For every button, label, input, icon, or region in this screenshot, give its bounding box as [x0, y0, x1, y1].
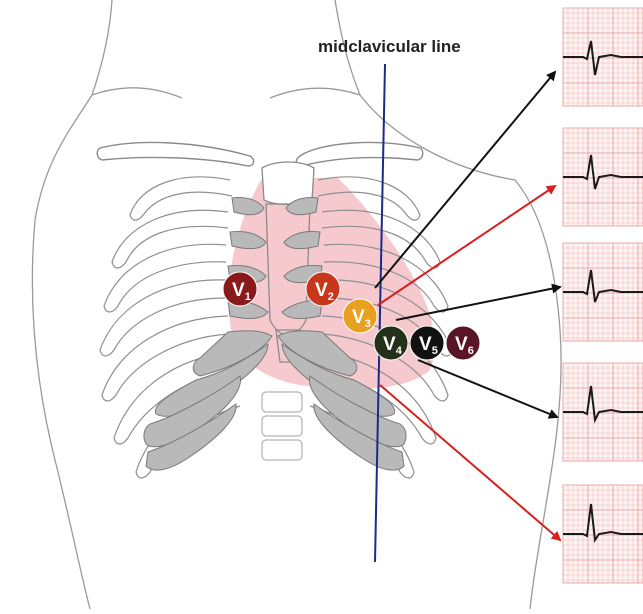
lead-letter: V: [419, 334, 432, 355]
arrow-2: [378, 186, 555, 305]
lead-letter: V: [455, 334, 468, 355]
lead-subscript: 4: [396, 345, 403, 357]
clavicles: [97, 142, 423, 166]
lead-marker-v5: V5: [410, 326, 444, 360]
ecg-strip-1: [563, 8, 643, 106]
ecg-strip-3: [563, 243, 643, 341]
arrow-1: [375, 72, 555, 288]
ecg-strips: [563, 8, 643, 583]
lead-subscript: 1: [245, 291, 251, 303]
lead-subscript: 2: [328, 291, 334, 303]
lead-marker-v6: V6: [446, 326, 480, 360]
arrow-5: [380, 385, 560, 540]
lower-spine: [262, 392, 302, 460]
lead-marker-v2: V2: [306, 272, 340, 306]
lead-subscript: 6: [468, 345, 474, 357]
lead-letter: V: [315, 280, 328, 301]
ecg-strip-2: [563, 128, 643, 226]
lead-subscript: 5: [432, 345, 438, 357]
ecg-strip-4: [563, 363, 643, 461]
lead-letter: V: [232, 280, 245, 301]
arrow-4: [418, 360, 557, 417]
lead-subscript: 3: [365, 318, 371, 330]
ecg-strip-5: [563, 485, 643, 583]
lead-letter: V: [352, 307, 365, 328]
lead-marker-v1: V1: [223, 272, 257, 306]
lead-marker-v4: V4: [374, 326, 408, 360]
lead-marker-v3: V3: [343, 299, 377, 333]
lead-letter: V: [383, 334, 396, 355]
midclavicular-line-label: midclavicular line: [318, 37, 461, 56]
